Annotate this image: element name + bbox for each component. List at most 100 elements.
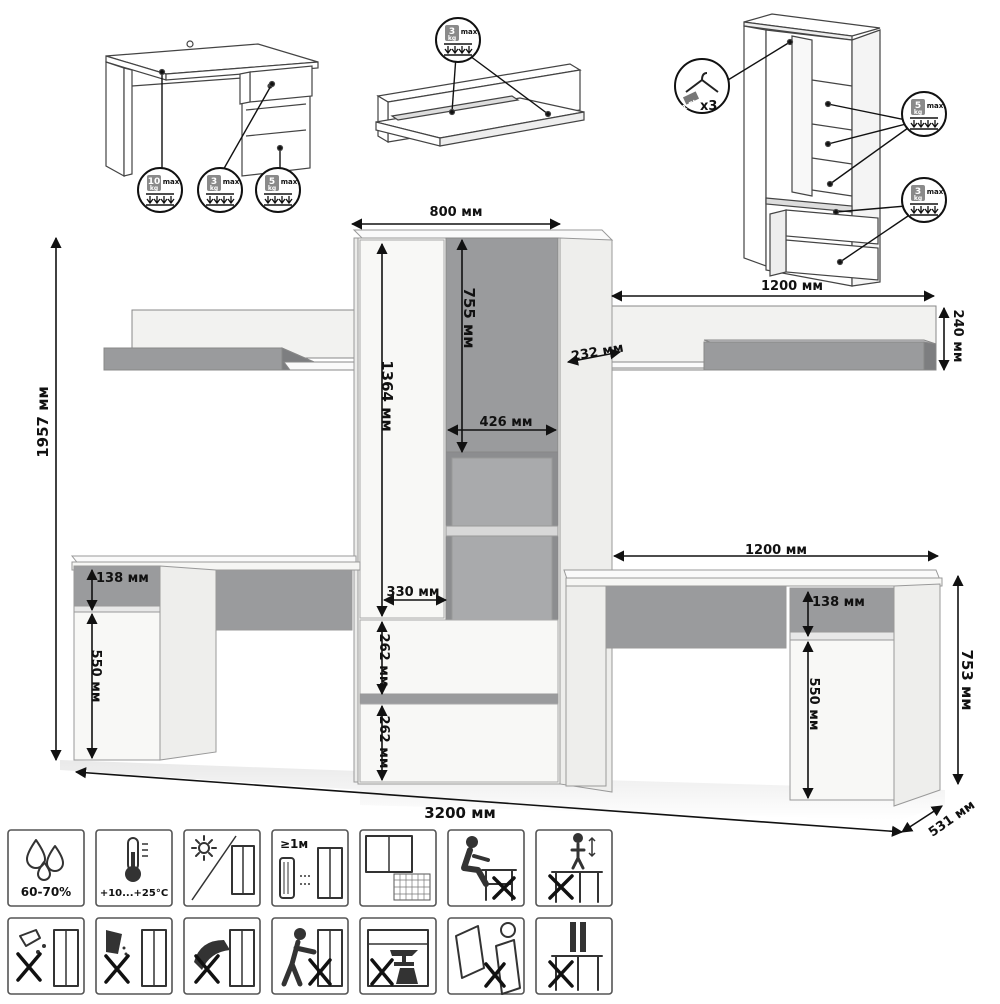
right-wall-shelf — [591, 305, 937, 371]
weight-icon — [396, 968, 418, 984]
window-icon — [365, 835, 413, 873]
grid-icon — [393, 873, 431, 901]
distance-label: ≥1м — [280, 837, 308, 851]
load-max: max — [461, 28, 478, 36]
load-max: max — [223, 178, 240, 186]
weight-icon — [911, 185, 925, 201]
tile-temperature: +10...+25°C — [95, 829, 173, 907]
load-unit: kg — [150, 185, 158, 192]
load-value: 5 — [269, 177, 275, 187]
dimension-arrow — [74, 767, 904, 837]
wardrobe-detail-drawing — [727, 13, 909, 287]
tile-no-leaning — [447, 917, 525, 995]
dim-cabinet-door-width: 330 мм — [387, 585, 440, 600]
tile-no-climbing — [535, 917, 613, 995]
tile-no-abrasive — [183, 917, 261, 995]
weight-icon — [207, 175, 221, 191]
dim-shelf-height: 240 мм — [950, 310, 965, 363]
dim-right-drawer: 138 мм — [812, 595, 865, 610]
person-standing-icon — [570, 833, 586, 870]
wardrobe-icon — [141, 929, 167, 987]
shelf-unit-icon — [367, 929, 429, 987]
weight-icon — [911, 99, 925, 115]
water-drops-icon — [26, 839, 64, 881]
tile-humidity: 60-70% — [7, 829, 85, 907]
wardrobe-icon — [317, 929, 343, 987]
anvil-icon — [390, 950, 418, 966]
load-max: max — [163, 178, 180, 186]
load-value: 5 — [915, 101, 921, 111]
load-unit: kg — [268, 185, 276, 192]
dim-overall-width: 3200 мм — [424, 804, 496, 822]
dim-desk-height: 753 мм — [958, 649, 976, 710]
dim-overall-height: 1957 мм — [34, 386, 52, 458]
wardrobe-icon — [317, 847, 343, 899]
dimension-arrow — [901, 805, 943, 833]
tile-no-standing — [535, 829, 613, 907]
dim-desk-width: 1200 мм — [745, 543, 807, 558]
dim-cabinet-drawer2: 262 мм — [376, 716, 391, 769]
dim-cabinet-niche-width: 426 мм — [480, 415, 533, 430]
wardrobe-icon — [229, 929, 255, 987]
hanger-count: x3 — [700, 99, 717, 114]
wardrobe-icon — [53, 929, 79, 987]
humidity-label: 60-70% — [21, 885, 71, 899]
table-icon — [481, 869, 517, 901]
temperature-label: +10...+25°C — [100, 888, 168, 899]
dim-cabinet-door-height: 1364 мм — [378, 360, 396, 432]
load-value: 10 — [148, 177, 161, 187]
tile-no-pushing — [271, 917, 349, 995]
legs-on-table-icon — [551, 922, 603, 991]
load-max: max — [927, 102, 944, 110]
tile-no-liquid — [7, 917, 85, 995]
tile-no-solvent — [95, 917, 173, 995]
load-value: 3 — [449, 27, 455, 37]
load-unit: kg — [210, 185, 218, 192]
tile-no-sun — [183, 829, 261, 907]
tile-distance: ≥1м — [271, 829, 349, 907]
left-desk — [70, 555, 361, 761]
dimension-lines — [50, 218, 964, 837]
person-pushing-icon — [281, 928, 317, 987]
load-value: 3 — [211, 177, 217, 187]
desk-detail-drawing — [105, 40, 319, 178]
load-max: max — [927, 188, 944, 196]
weight-icon — [147, 175, 161, 191]
dim-right-door: 550 мм — [806, 678, 821, 731]
person-sitting-icon — [461, 836, 490, 887]
dimension-arrow — [566, 348, 622, 366]
dim-cabinet-upper-door-height: 755 мм — [460, 287, 478, 348]
dim-shelf-width: 1200 мм — [761, 279, 823, 294]
care-icons: 60-70% +10...+25°C — [7, 829, 613, 995]
thermometer-icon — [125, 837, 148, 882]
open-door-icon — [455, 925, 521, 995]
bottle-icon — [106, 930, 128, 956]
weight-icon — [445, 25, 459, 41]
hanger-icon: 1.5kg x3 — [674, 58, 730, 114]
wall-shelf-detail-drawing — [375, 55, 585, 147]
dim-left-drawer: 138 мм — [96, 571, 149, 586]
dim-cabinet-width: 800 мм — [430, 205, 483, 220]
right-desk — [563, 569, 943, 807]
tile-grid-schematic — [359, 829, 437, 907]
left-wall-shelf — [103, 309, 357, 371]
tile-no-heavy-load — [359, 917, 437, 995]
sun-icon — [191, 835, 217, 861]
wardrobe-icon — [231, 845, 255, 895]
load-unit: kg — [914, 109, 922, 116]
weight-icon — [265, 175, 279, 191]
load-max: max — [281, 178, 298, 186]
load-value: 3 — [915, 187, 921, 197]
load-unit: kg — [448, 35, 456, 42]
dim-cabinet-drawer1: 262 мм — [376, 634, 391, 687]
load-unit: kg — [914, 195, 922, 202]
table-icon — [551, 871, 603, 903]
radiator-icon — [279, 857, 295, 899]
